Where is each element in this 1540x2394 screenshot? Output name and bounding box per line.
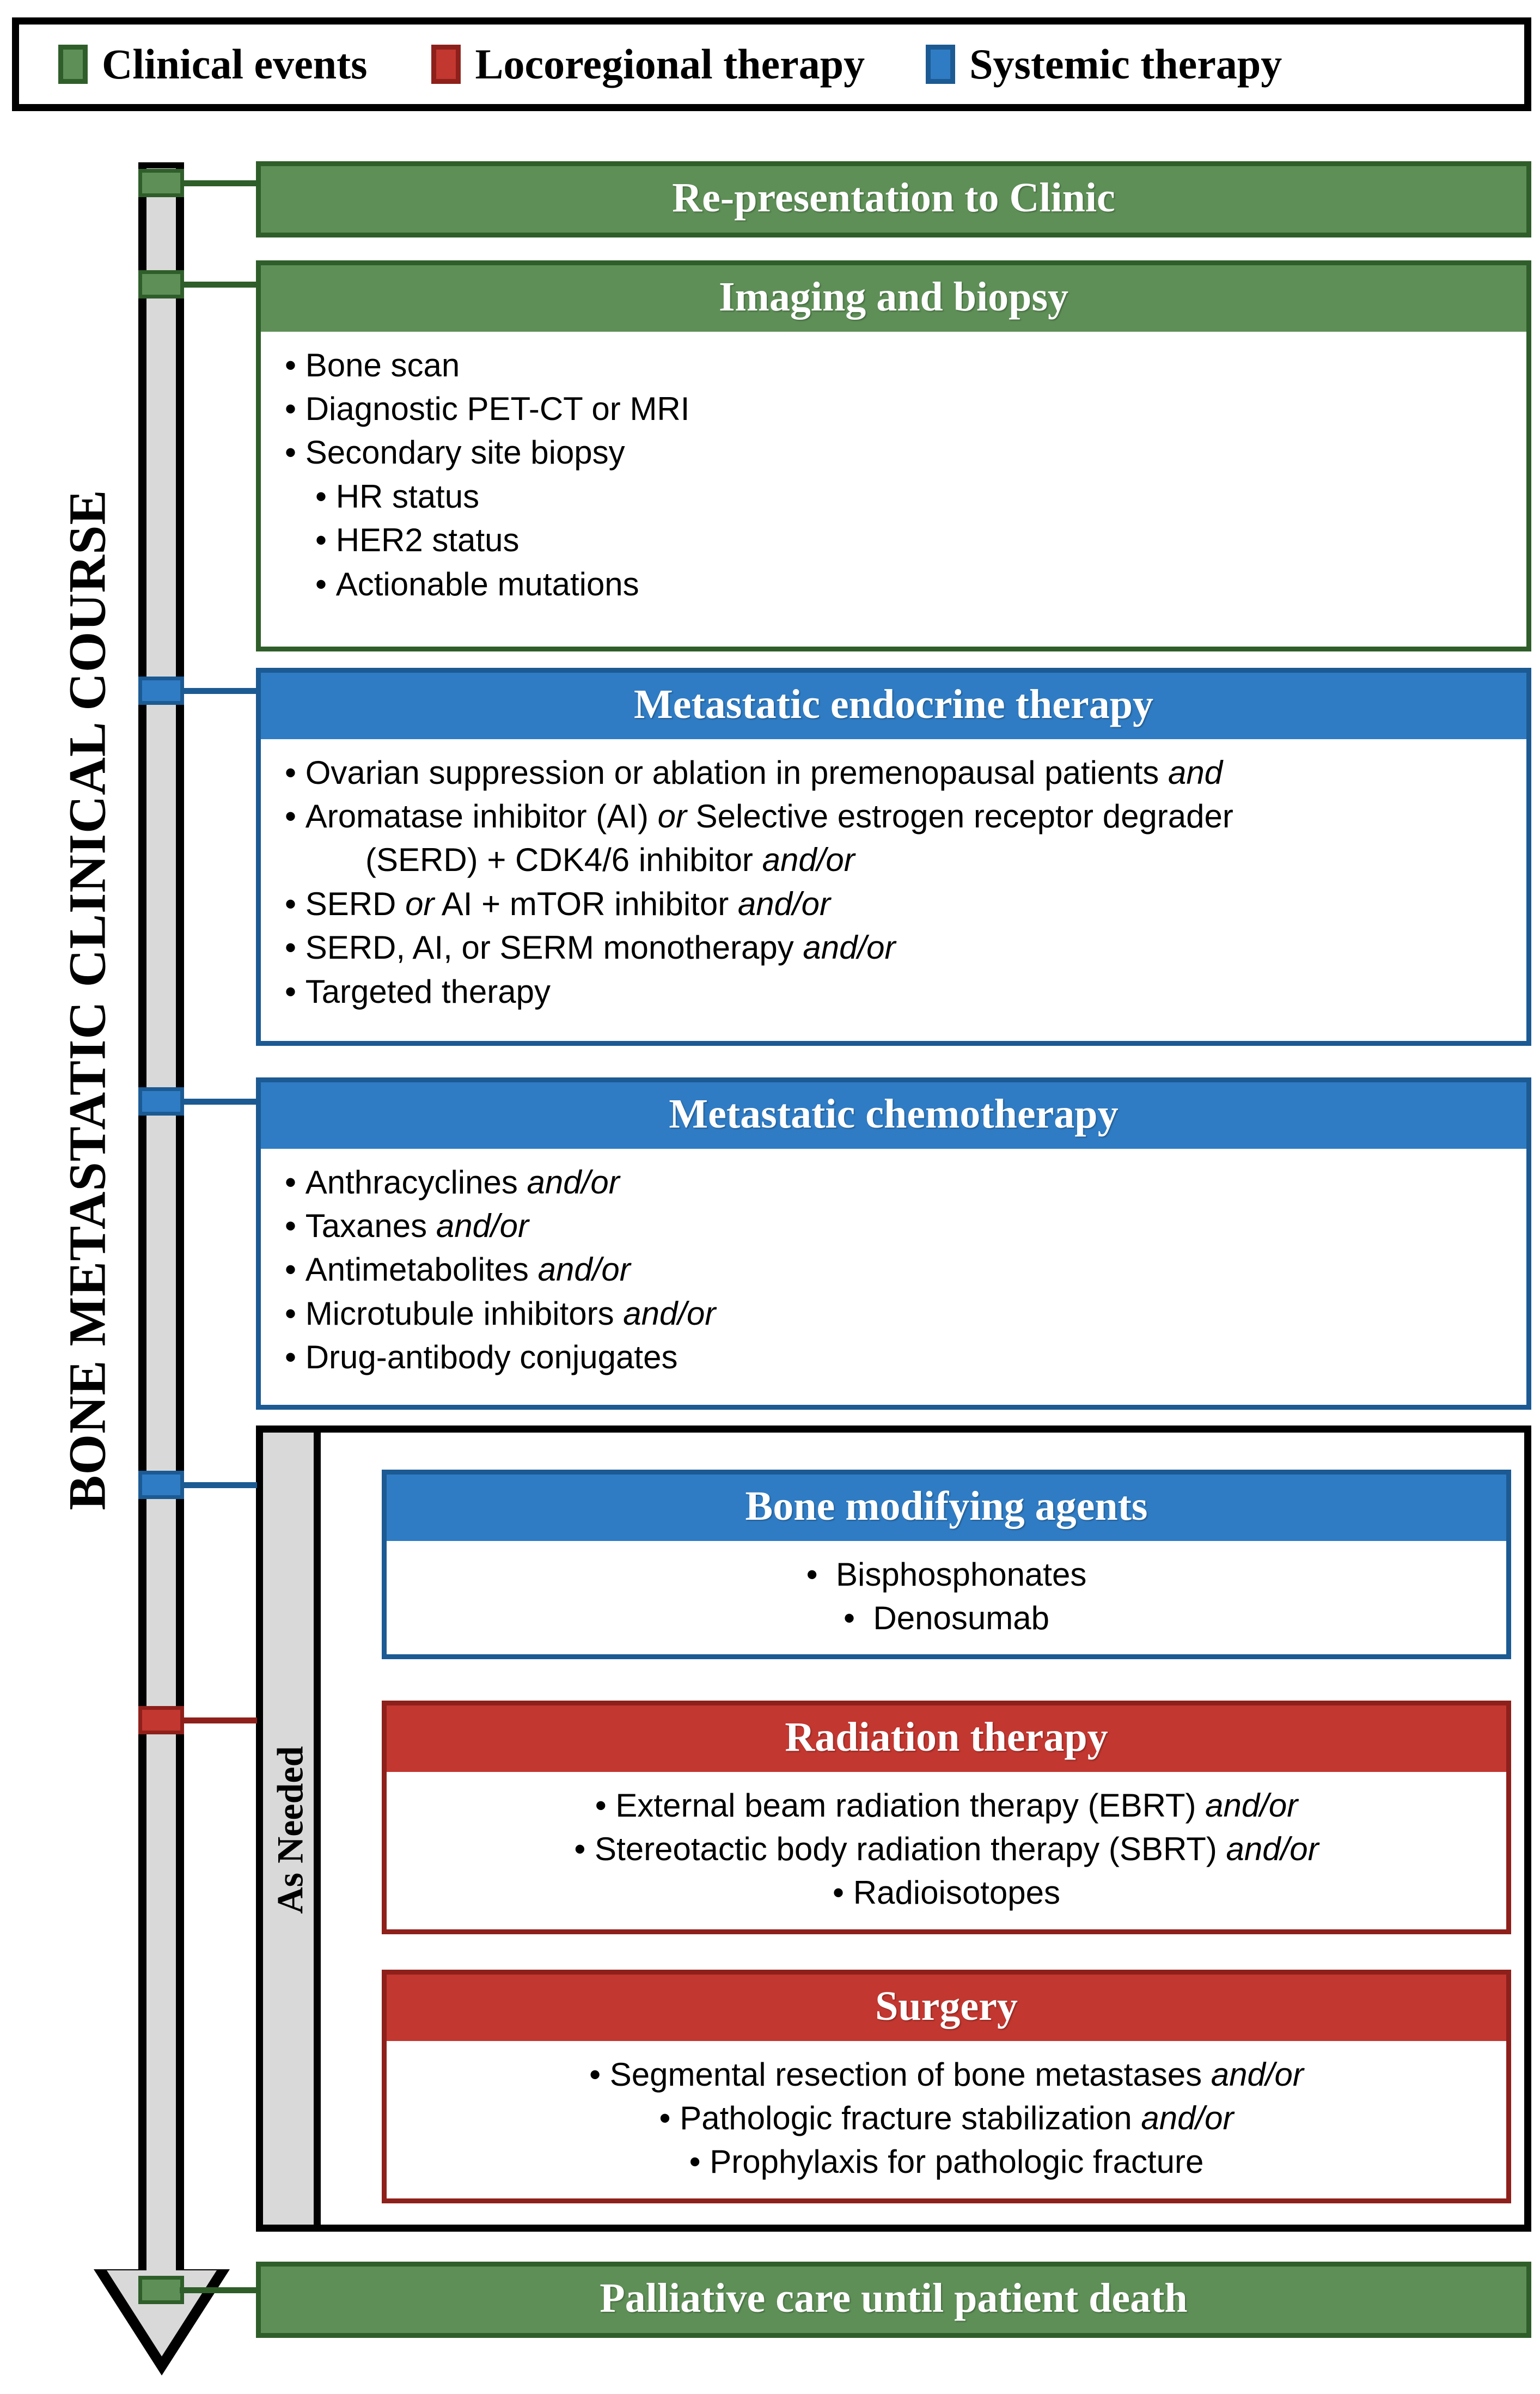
list-item: • Antimetabolites and/or xyxy=(285,1251,631,1288)
node-bone-modifying-agents[interactable]: Bone modifying agents • Bisphosphonates … xyxy=(382,1470,1511,1660)
node-imaging-and-biopsy[interactable]: Imaging and biopsy • Bone scan • Diagnos… xyxy=(256,260,1531,652)
timeline-bar xyxy=(138,162,184,2271)
list-item: • HER2 status xyxy=(315,522,520,559)
legend-swatch-systemic-therapy xyxy=(926,45,956,84)
node-surgery-body: • Segmental resection of bone metastases… xyxy=(387,2040,1506,2198)
as-needed-label: As Needed xyxy=(269,1746,311,1914)
as-needed-rail: As Needed xyxy=(263,1433,321,2225)
as-needed-group: As Needed Bone modifying agents • Bispho… xyxy=(256,1426,1531,2232)
node-chemotherapy-body: • Anthracyclines and/or • Taxanes and/or… xyxy=(261,1148,1526,1405)
node-radiation-therapy[interactable]: Radiation therapy • External beam radiat… xyxy=(382,1701,1511,1934)
node-bone-modifying-bullets: • Bisphosphonates • Denosumab xyxy=(387,1553,1506,1641)
list-item: • Actionable mutations xyxy=(315,565,639,602)
node-palliative-title: Palliative care until patient death xyxy=(261,2267,1526,2333)
node-radiation-title: Radiation therapy xyxy=(387,1705,1506,1772)
node-endocrine-body: • Ovarian suppression or ablation in pre… xyxy=(261,739,1526,1041)
list-item: • Denosumab xyxy=(844,1600,1049,1637)
list-item: • Secondary site biopsy xyxy=(285,434,625,471)
timeline-marker-palliative xyxy=(138,2276,184,2304)
connector-representation xyxy=(180,180,257,186)
list-item: • Diagnostic PET-CT or MRI xyxy=(285,391,690,428)
node-bone-modifying-title: Bone modifying agents xyxy=(387,1475,1506,1541)
legend-label-systemic-therapy: Systemic therapy xyxy=(969,40,1282,88)
list-item: • HR status xyxy=(315,478,480,515)
list-item: • External beam radiation therapy (EBRT)… xyxy=(595,1787,1298,1824)
node-surgery-title: Surgery xyxy=(387,1975,1506,2041)
legend-item-systemic-therapy: Systemic therapy xyxy=(926,43,1282,86)
connector-imaging xyxy=(180,282,257,288)
timeline-marker-chemotherapy xyxy=(138,1087,184,1116)
node-metastatic-chemotherapy[interactable]: Metastatic chemotherapy • Anthracyclines… xyxy=(256,1077,1531,1410)
node-chemotherapy-bullets: • Anthracyclines and/or • Taxanes and/or… xyxy=(261,1161,1526,1380)
node-metastatic-endocrine-therapy[interactable]: Metastatic endocrine therapy • Ovarian s… xyxy=(256,668,1531,1046)
connector-endocrine xyxy=(180,688,257,694)
node-representation-title: Re-presentation to Clinic xyxy=(261,166,1526,233)
legend: Clinical events Locoregional therapy Sys… xyxy=(12,17,1531,111)
legend-swatch-clinical-events xyxy=(58,45,88,84)
legend-label-locoregional-therapy: Locoregional therapy xyxy=(475,40,865,88)
node-bone-modifying-body: • Bisphosphonates • Denosumab xyxy=(387,1540,1506,1655)
list-item: • Bone scan xyxy=(285,346,460,383)
connector-bone-modifying xyxy=(180,1482,257,1488)
legend-item-locoregional-therapy: Locoregional therapy xyxy=(431,43,865,86)
list-item: • Ovarian suppression or ablation in pre… xyxy=(285,754,1223,791)
list-item: • Anthracyclines and/or xyxy=(285,1164,620,1201)
timeline-marker-representation xyxy=(138,169,184,197)
node-radiation-body: • External beam radiation therapy (EBRT)… xyxy=(387,1771,1506,1929)
timeline-marker-radiation xyxy=(138,1706,184,1734)
legend-label-clinical-events: Clinical events xyxy=(102,40,368,88)
list-item: • SERD or AI + mTOR inhibitor and/or xyxy=(285,885,830,922)
node-representation-to-clinic[interactable]: Re-presentation to Clinic xyxy=(256,161,1531,237)
node-radiation-bullets: • External beam radiation therapy (EBRT)… xyxy=(387,1784,1506,1915)
node-imaging-title: Imaging and biopsy xyxy=(261,265,1526,332)
list-item: • Stereotactic body radiation therapy (S… xyxy=(574,1831,1319,1868)
list-item: • Drug-antibody conjugates xyxy=(285,1339,678,1376)
list-item: • Targeted therapy xyxy=(285,973,551,1010)
list-item: • Segmental resection of bone metastases… xyxy=(589,2056,1304,2093)
node-endocrine-title: Metastatic endocrine therapy xyxy=(261,673,1526,739)
timeline-marker-imaging xyxy=(138,270,184,299)
list-item: • Taxanes and/or xyxy=(285,1208,529,1245)
node-chemotherapy-title: Metastatic chemotherapy xyxy=(261,1082,1526,1149)
node-palliative-care[interactable]: Palliative care until patient death xyxy=(256,2262,1531,2338)
node-imaging-bullets: • Bone scan • Diagnostic PET-CT or MRI •… xyxy=(261,344,1526,606)
axis-title: BONE METASTATIC CLINICAL COURSE xyxy=(58,489,117,1510)
list-item: • Microtubule inhibitors and/or xyxy=(285,1295,716,1332)
list-item: • Pathologic fracture stabilization and/… xyxy=(659,2100,1234,2137)
node-imaging-body: • Bone scan • Diagnostic PET-CT or MRI •… xyxy=(261,331,1526,647)
list-item: • Radioisotopes xyxy=(833,1874,1060,1911)
connector-radiation xyxy=(180,1717,257,1723)
node-surgery[interactable]: Surgery • Segmental resection of bone me… xyxy=(382,1970,1511,2203)
timeline-arrow-joint xyxy=(146,2265,176,2277)
list-item: • Prophylaxis for pathologic fracture xyxy=(689,2143,1204,2180)
connector-palliative xyxy=(180,2287,257,2293)
legend-swatch-locoregional-therapy xyxy=(431,45,461,84)
node-surgery-bullets: • Segmental resection of bone metastases… xyxy=(387,2053,1506,2184)
list-item: • Bisphosphonates xyxy=(806,1556,1087,1593)
timeline-marker-bone-modifying xyxy=(138,1471,184,1499)
legend-item-clinical-events: Clinical events xyxy=(58,43,367,86)
connector-chemotherapy xyxy=(180,1099,257,1105)
timeline-marker-endocrine xyxy=(138,677,184,705)
list-item: • Aromatase inhibitor (AI) or Selective … xyxy=(285,798,1233,835)
node-endocrine-bullets: • Ovarian suppression or ablation in pre… xyxy=(261,751,1526,1014)
list-item: (SERD) + CDK4/6 inhibitor and/or xyxy=(365,842,855,879)
list-item: • SERD, AI, or SERM monotherapy and/or xyxy=(285,929,896,966)
